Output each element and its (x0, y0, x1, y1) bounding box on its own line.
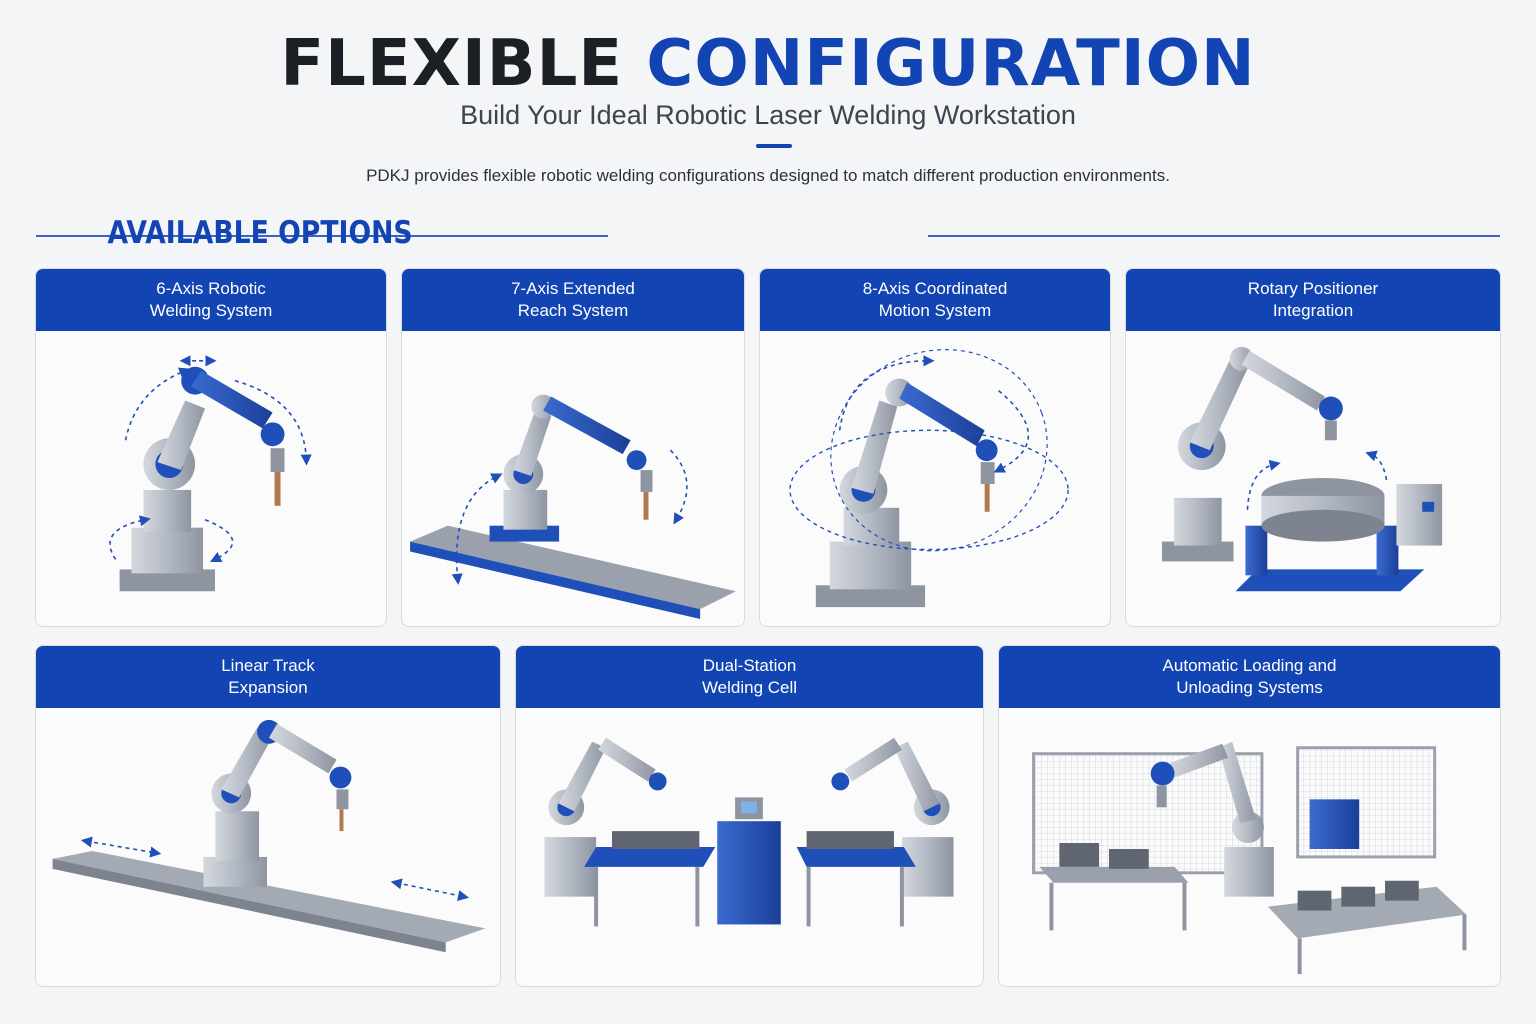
card-title-line2: Welding System (149, 301, 273, 320)
card-header: Dual-Station Welding Cell (516, 646, 983, 708)
card-title-line2: Reach System (517, 301, 629, 320)
card-header: Linear Track Expansion (36, 646, 500, 708)
dual-station-cell-icon (544, 737, 954, 927)
section-rule-left (36, 235, 608, 237)
card-illustration (402, 331, 744, 626)
card-illustration (999, 708, 1500, 986)
option-card-rotary-positioner[interactable]: Rotary Positioner Integration (1125, 268, 1501, 627)
card-title-line1: 7-Axis Extended (511, 279, 635, 298)
robot-with-rotary-positioner-icon (1162, 346, 1443, 592)
title-part-2: CONFIGURATION (646, 27, 1256, 101)
card-header: Rotary Positioner Integration (1126, 269, 1500, 331)
card-title-line2: Expansion (228, 678, 308, 697)
option-card-dual-station[interactable]: Dual-Station Welding Cell (515, 645, 984, 987)
option-card-6-axis[interactable]: 6-Axis Robotic Welding System (35, 268, 387, 627)
title-part-1: FLEXIBLE (280, 27, 624, 101)
card-illustration (516, 708, 983, 986)
accent-divider (756, 144, 792, 148)
seven-axis-robot-on-rail-icon (410, 394, 736, 620)
card-header: 6-Axis Robotic Welding System (36, 269, 386, 331)
card-illustration (36, 331, 386, 626)
card-title-line2: Integration (1272, 301, 1354, 320)
card-title-line1: 8-Axis Coordinated (862, 279, 1008, 298)
page-subtitle: Build Your Ideal Robotic Laser Welding W… (460, 100, 1076, 130)
intro-text: PDKJ provides flexible robotic welding c… (366, 166, 1170, 185)
card-title-line1: Rotary Positioner (1247, 279, 1379, 298)
card-title-line1: 6-Axis Robotic (156, 279, 266, 298)
option-card-7-axis[interactable]: 7-Axis Extended Reach System (401, 268, 745, 627)
automatic-loading-cell-icon (1032, 741, 1467, 975)
page-title: FLEXIBLE CONFIGURATION (0, 28, 1536, 100)
card-title-line2: Motion System (878, 301, 992, 320)
section-title: AVAILABLE OPTIONS (107, 215, 413, 251)
card-header: 8-Axis Coordinated Motion System (760, 269, 1110, 331)
eight-axis-robot-icon (789, 349, 1069, 608)
card-title-line1: Automatic Loading and (1162, 656, 1337, 675)
card-title-line1: Dual-Station (702, 656, 797, 675)
option-card-8-axis[interactable]: 8-Axis Coordinated Motion System (759, 268, 1111, 627)
card-header: 7-Axis Extended Reach System (402, 269, 744, 331)
robot-on-linear-track-icon (52, 719, 486, 953)
card-illustration (36, 708, 500, 986)
card-header: Automatic Loading and Unloading Systems (999, 646, 1500, 708)
section-rule-right (928, 235, 1500, 237)
card-illustration (1126, 331, 1500, 626)
card-title-line1: Linear Track (221, 656, 315, 675)
six-axis-robot-icon (109, 355, 312, 592)
card-title-line2: Unloading Systems (1176, 678, 1323, 697)
card-illustration (760, 331, 1110, 626)
option-card-automatic-loading[interactable]: Automatic Loading and Unloading Systems (998, 645, 1501, 987)
card-title-line2: Welding Cell (701, 678, 798, 697)
option-card-linear-track[interactable]: Linear Track Expansion (35, 645, 501, 987)
